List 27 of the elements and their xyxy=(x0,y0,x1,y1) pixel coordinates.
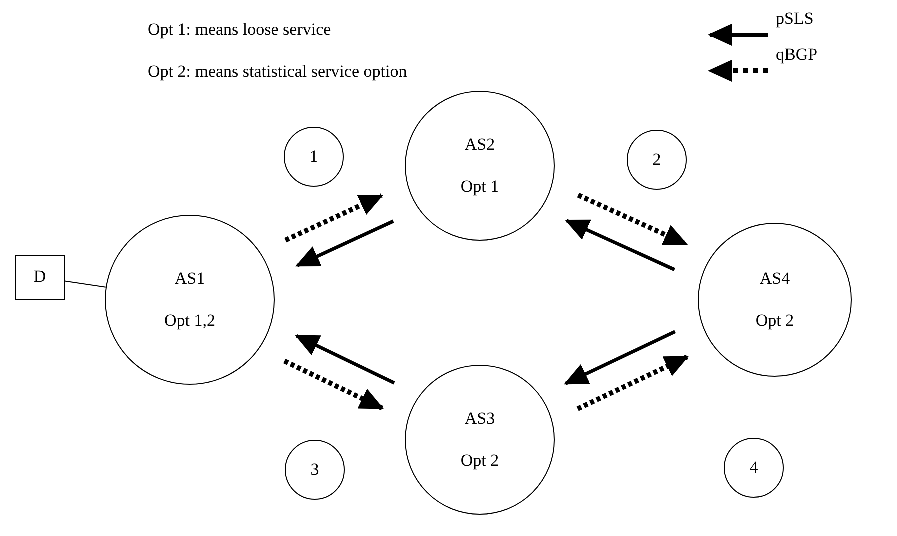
node-title: 3 xyxy=(310,460,320,480)
node-text: Opt 2 xyxy=(756,311,794,332)
dotted-arrow xyxy=(284,194,384,243)
dotted-arrow xyxy=(284,358,384,411)
node-title: AS2 xyxy=(464,134,496,155)
legend-note: Opt 1: means loose service xyxy=(148,20,332,40)
node-title: 1 xyxy=(310,146,318,168)
node-title: 2 xyxy=(652,150,662,170)
node-title: AS1 xyxy=(174,268,206,289)
arrow xyxy=(564,330,676,386)
node-title: D xyxy=(34,267,46,288)
node-text: Opt 1 xyxy=(460,177,500,198)
arrow xyxy=(296,220,394,268)
node-title: AS3 xyxy=(464,408,496,429)
node-title: AS4 xyxy=(760,268,790,289)
node-text: Opt 2 xyxy=(460,451,500,472)
node-text: Opt 1,2 xyxy=(164,311,216,332)
legend-label: qBGP xyxy=(776,45,818,65)
legend-label: pSLS xyxy=(776,9,814,29)
node-box xyxy=(15,255,65,300)
node-title: 4 xyxy=(750,458,758,478)
dotted-arrow xyxy=(577,193,688,247)
connector-line xyxy=(64,280,106,288)
legend-note: Opt 2: means statistical service option xyxy=(148,62,408,82)
dotted-arrow xyxy=(576,354,690,412)
arrow xyxy=(564,219,676,272)
arrow xyxy=(295,334,396,385)
